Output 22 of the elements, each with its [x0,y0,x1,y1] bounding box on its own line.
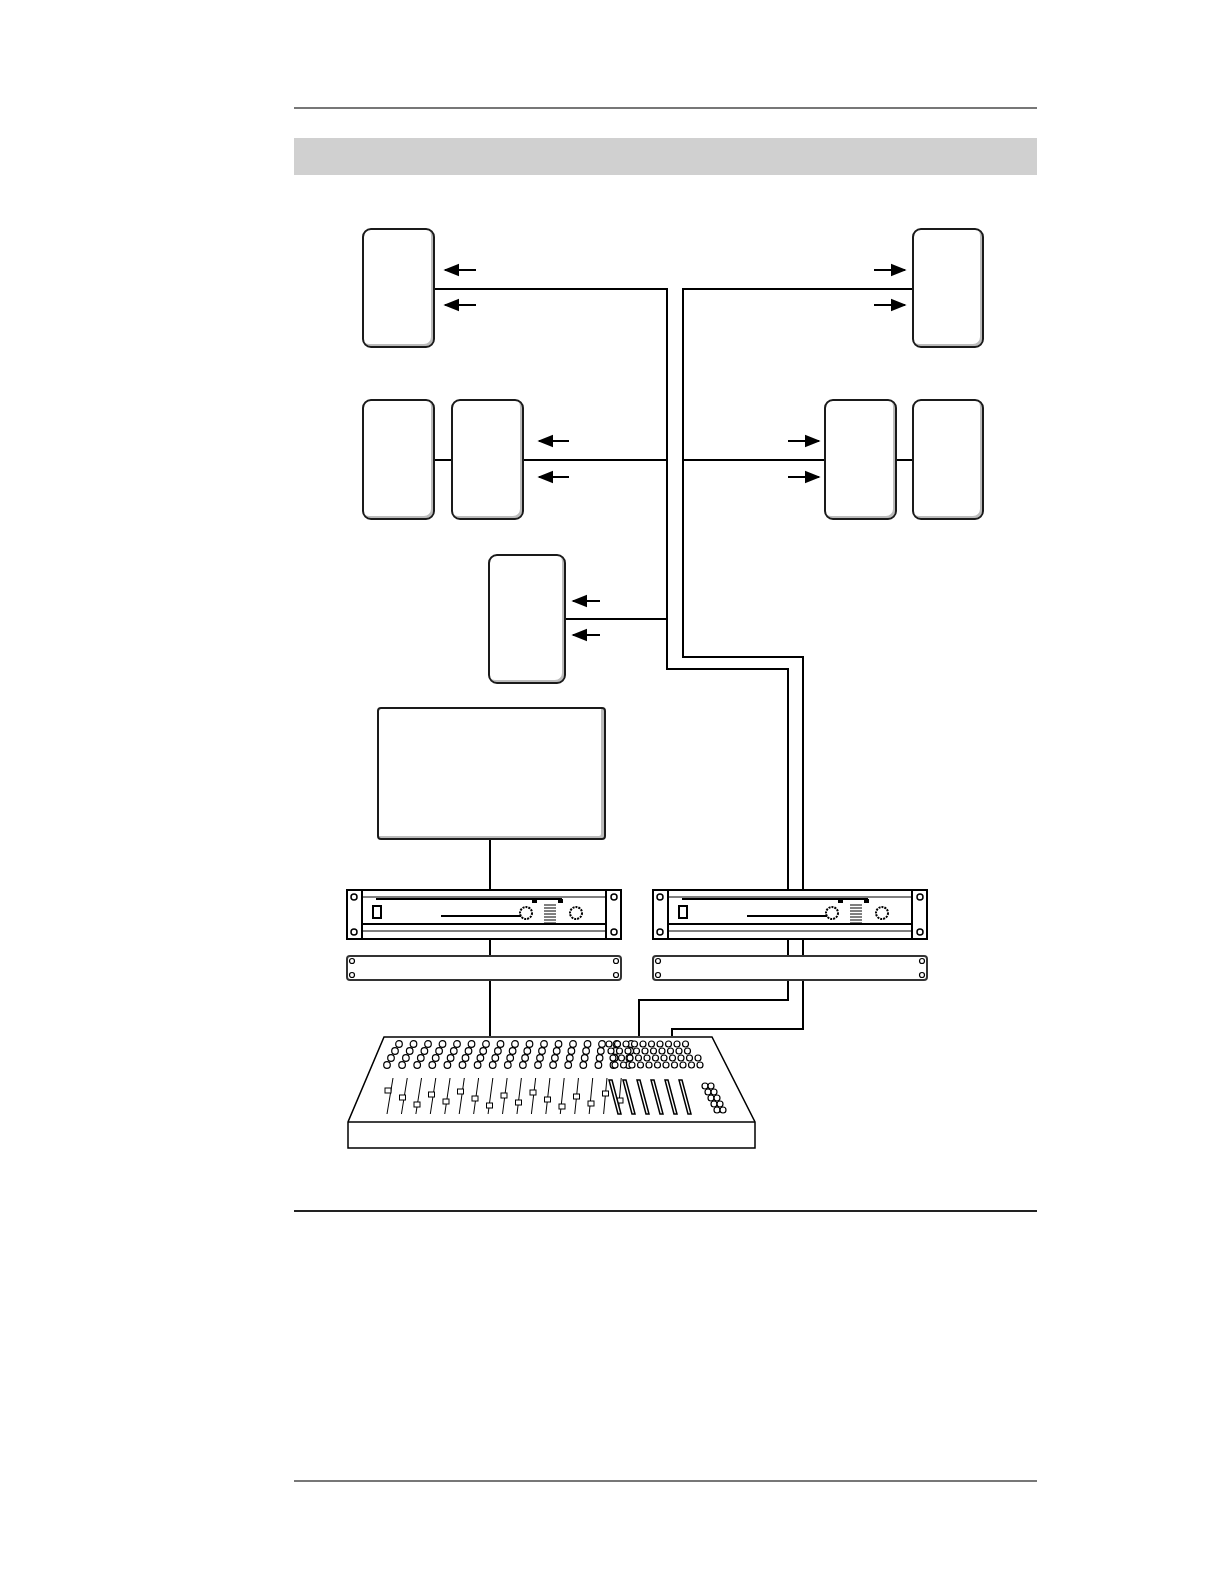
speaker [824,399,897,520]
speaker [488,554,566,684]
amplifier [652,889,928,940]
amplifier [346,889,622,940]
cable [896,459,913,461]
subwoofer [377,707,606,840]
mixing-console [347,1036,756,1149]
cable [489,980,491,1037]
cable [489,839,491,890]
speaker [362,228,435,348]
speaker [912,228,984,348]
speaker [451,399,524,520]
cable [489,939,491,956]
cable [638,980,789,1037]
rack-unit [652,955,928,981]
cable [671,980,804,1037]
cable [434,459,452,461]
cable [787,939,789,956]
rack-unit [346,955,622,981]
speaker [362,399,435,520]
cable [802,939,804,956]
speaker [912,399,984,520]
